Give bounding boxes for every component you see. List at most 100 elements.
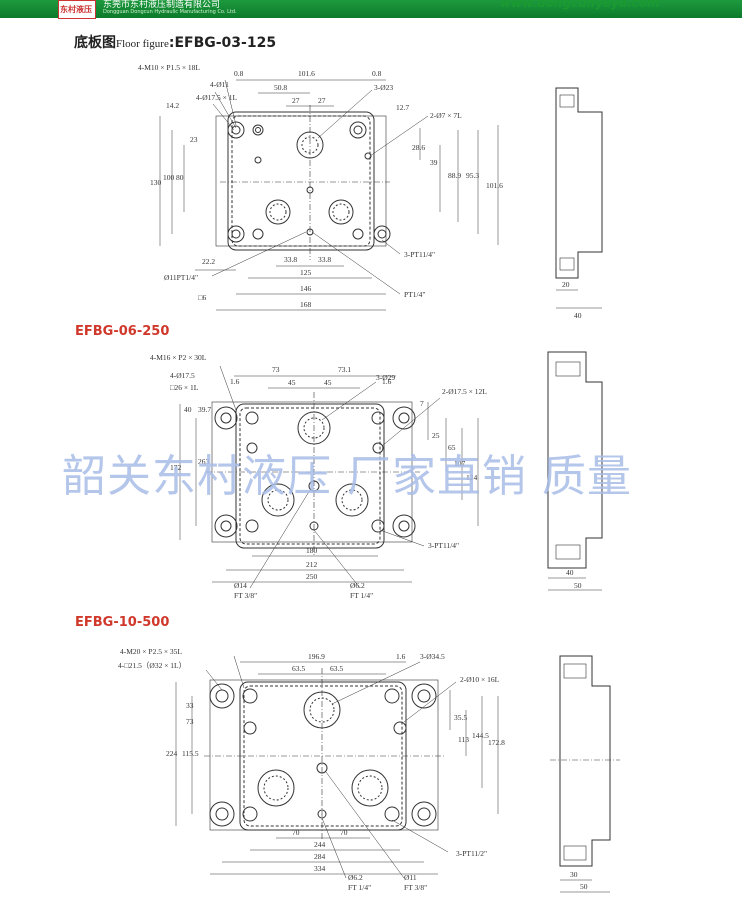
- dim-label: 63.5: [292, 664, 305, 673]
- dim-label: 27: [318, 96, 326, 105]
- dim-label: 50.8: [274, 83, 287, 92]
- dim-label: 50: [574, 581, 582, 590]
- dim-label: 284: [314, 852, 326, 861]
- dim-label: □6: [198, 293, 207, 302]
- dim-label: 113: [458, 735, 469, 744]
- dim-label: 7: [420, 399, 424, 408]
- company-logo: [58, 0, 96, 19]
- dim-label: 4-M16 × P2 × 30L: [150, 353, 207, 362]
- dim-label: 180: [306, 546, 318, 555]
- dim-label: 0.8: [234, 69, 244, 78]
- dim-label: 63.5: [330, 664, 343, 673]
- dim-label: 70: [292, 828, 300, 837]
- dim-label: 212: [306, 560, 318, 569]
- dim-label: 125: [300, 268, 312, 277]
- dim-label: 39: [430, 158, 438, 167]
- dim-label: 30: [570, 870, 578, 879]
- dim-label: 3-PT11/4": [428, 541, 459, 550]
- dim-label: 144.5: [472, 731, 489, 740]
- dim-label: Ø6.2: [350, 581, 365, 590]
- logo-text: 东村液压: [60, 5, 92, 14]
- company-name-en: Dongguan Dongcun Hydraulic Manufacturing…: [103, 9, 237, 15]
- dim-label: 4-□21.5（Ø32 × 1L）: [118, 661, 186, 670]
- website-link[interactable]: www.dongcunyeya.com: [500, 0, 660, 10]
- dim-label: 146: [300, 284, 312, 293]
- title-model: :EFBG-03-125: [168, 35, 277, 51]
- section-title-efbg-10: EFBG-10-500: [75, 615, 170, 630]
- dim-label: 2-Ø17.5 × 12L: [442, 387, 487, 396]
- dim-label: 107: [454, 459, 466, 468]
- watermark-text: 韶关东村液压 厂家直销 质量: [62, 451, 632, 502]
- dim-label: 27: [292, 96, 300, 105]
- dim-label: 250: [306, 572, 318, 581]
- dim-label: 70: [340, 828, 348, 837]
- dim-label: 3-PT11/2": [456, 849, 487, 858]
- dim-label: 196.9: [308, 652, 325, 661]
- dim-label: 2-Ø7 × 7L: [430, 111, 462, 120]
- section-title-efbg-06: EFBG-06-250: [75, 324, 170, 339]
- dim-label: 33: [186, 701, 194, 710]
- plate-drawing-efbg-10: [175, 655, 620, 893]
- plate-drawing-efbg-03: [159, 79, 603, 311]
- dim-label: 4-Ø17.5: [170, 371, 195, 380]
- title-en: Floor figure: [116, 38, 169, 50]
- plate-drawing-efbg-06: [179, 351, 603, 591]
- dim-label: 50: [580, 882, 588, 891]
- dim-labels-efbg-10: 4-M20 × P2.5 × 35L 4-□21.5（Ø32 × 1L） 196…: [118, 647, 588, 892]
- dim-label: 40: [566, 568, 574, 577]
- dim-label: 80: [176, 173, 184, 182]
- dim-label: 22.2: [202, 257, 215, 266]
- dim-label: 1.6: [382, 377, 392, 386]
- dim-label: FT 3/8": [234, 591, 257, 600]
- dim-label: 39.7: [198, 405, 211, 414]
- dim-label: 130: [150, 178, 162, 187]
- dim-label: 100: [163, 173, 175, 182]
- company-name: 东莞市东村液压制造有限公司: [103, 0, 221, 10]
- dim-label: 73: [272, 365, 280, 374]
- dim-label: 4-M20 × P2.5 × 35L: [120, 647, 182, 656]
- dim-labels-efbg-06: 4-M16 × P2 × 30L 4-Ø17.5 □26 × 1L 1.6 73…: [150, 353, 582, 600]
- dim-label: 1.6: [230, 377, 240, 386]
- dim-label: 65: [448, 443, 456, 452]
- dim-label: 124: [466, 473, 478, 482]
- dim-label: 334: [314, 864, 326, 873]
- dim-label: 3-Ø34.5: [420, 652, 445, 661]
- dim-label: 172.8: [488, 738, 505, 747]
- dim-label: 4-Ø17.5 × 1L: [196, 93, 238, 102]
- page-title: 底板图Floor figure:EFBG-03-125: [74, 32, 276, 52]
- dim-label: 168: [300, 300, 312, 309]
- dim-label: 14.2: [166, 101, 179, 110]
- dim-label: 263: [198, 457, 210, 466]
- dim-label: 23: [190, 135, 198, 144]
- dim-label: Ø6.2: [348, 873, 363, 882]
- dim-label: 4-Ø11: [210, 80, 229, 89]
- dim-label: 3-Ø29: [376, 373, 395, 382]
- dim-label: 101.6: [298, 69, 315, 78]
- dim-label: 2-Ø10 × 16L: [460, 675, 500, 684]
- dim-label: 73.1: [338, 365, 351, 374]
- dim-label: 1.6: [396, 652, 406, 661]
- dim-label: 33.8: [284, 255, 297, 264]
- dim-label: 25: [432, 431, 440, 440]
- dim-label: 45: [324, 378, 332, 387]
- dim-label: FT 1/4": [350, 591, 373, 600]
- dim-label: 20: [562, 280, 570, 289]
- dim-label: 244: [314, 840, 326, 849]
- dim-label: 73: [186, 717, 194, 726]
- header-bar: [0, 0, 742, 18]
- dim-label: Ø11PT1/4": [164, 273, 198, 282]
- dim-label: PT1/4": [404, 290, 425, 299]
- dim-label: FT 1/4": [348, 883, 371, 892]
- dim-label: 28.6: [412, 143, 425, 152]
- dim-label: 88.9: [448, 171, 461, 180]
- dim-label: Ø11: [404, 873, 417, 882]
- dim-label: 115.5: [182, 749, 199, 758]
- dim-label: 3-PT11/4": [404, 250, 435, 259]
- dim-label: 224: [166, 749, 178, 758]
- dim-labels-efbg-03: 4-M10 × P1.5 × 18L 4-Ø11 4-Ø17.5 × 1L 0.…: [138, 63, 582, 320]
- dim-label: 45: [288, 378, 296, 387]
- dim-label: □26 × 1L: [170, 383, 199, 392]
- dim-label: 0.8: [372, 69, 382, 78]
- dim-label: Ø14: [234, 581, 247, 590]
